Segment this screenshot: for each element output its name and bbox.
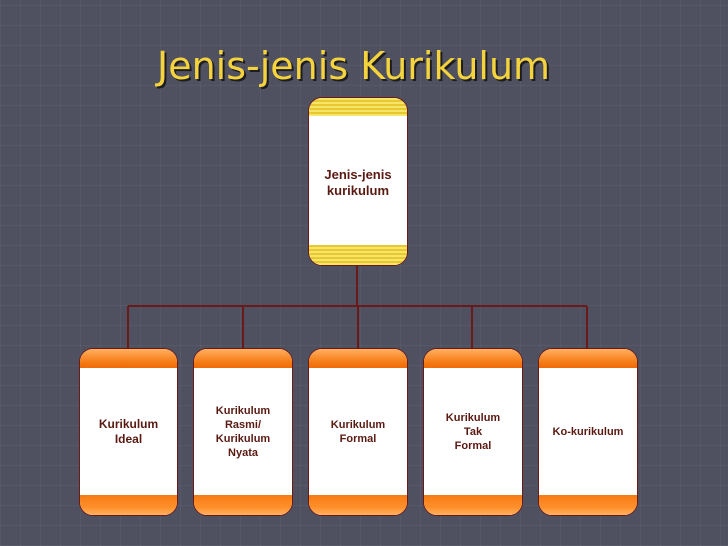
node-top-band <box>309 349 407 368</box>
node-kurikulum-rasmi: Kurikulum Rasmi/ Kurikulum Nyata <box>193 348 293 516</box>
node-bottom-band <box>309 495 407 515</box>
slide-title: Jenis-jenis Kurikulum <box>157 44 551 88</box>
node-label: Kurikulum Ideal <box>98 417 159 446</box>
root-node-label: Jenis-jenis kurikulum <box>324 167 392 198</box>
node-kurikulum-tak-formal: Kurikulum Tak Formal <box>423 348 523 516</box>
node-label: Kurikulum Rasmi/ Kurikulum Nyata <box>215 405 271 459</box>
node-kurikulum-formal: Kurikulum Formal <box>308 348 408 516</box>
node-bottom-band <box>424 495 522 515</box>
node-label: Kurikulum Tak Formal <box>445 412 501 452</box>
root-node-bottom-band <box>309 245 407 265</box>
node-kurikulum-ideal: Kurikulum Ideal <box>79 348 178 516</box>
node-top-band <box>539 349 637 368</box>
node-top-band <box>424 349 522 368</box>
node-bottom-band <box>194 495 292 515</box>
node-top-band <box>80 349 177 368</box>
node-bottom-band <box>539 495 637 515</box>
root-node: Jenis-jenis kurikulum <box>308 97 408 266</box>
node-label: Ko-kurikulum <box>552 426 624 438</box>
node-ko-kurikulum: Ko-kurikulum <box>538 348 638 516</box>
node-label: Kurikulum Formal <box>330 419 386 445</box>
node-bottom-band <box>80 495 177 515</box>
root-node-top-band <box>309 98 407 116</box>
node-top-band <box>194 349 292 368</box>
